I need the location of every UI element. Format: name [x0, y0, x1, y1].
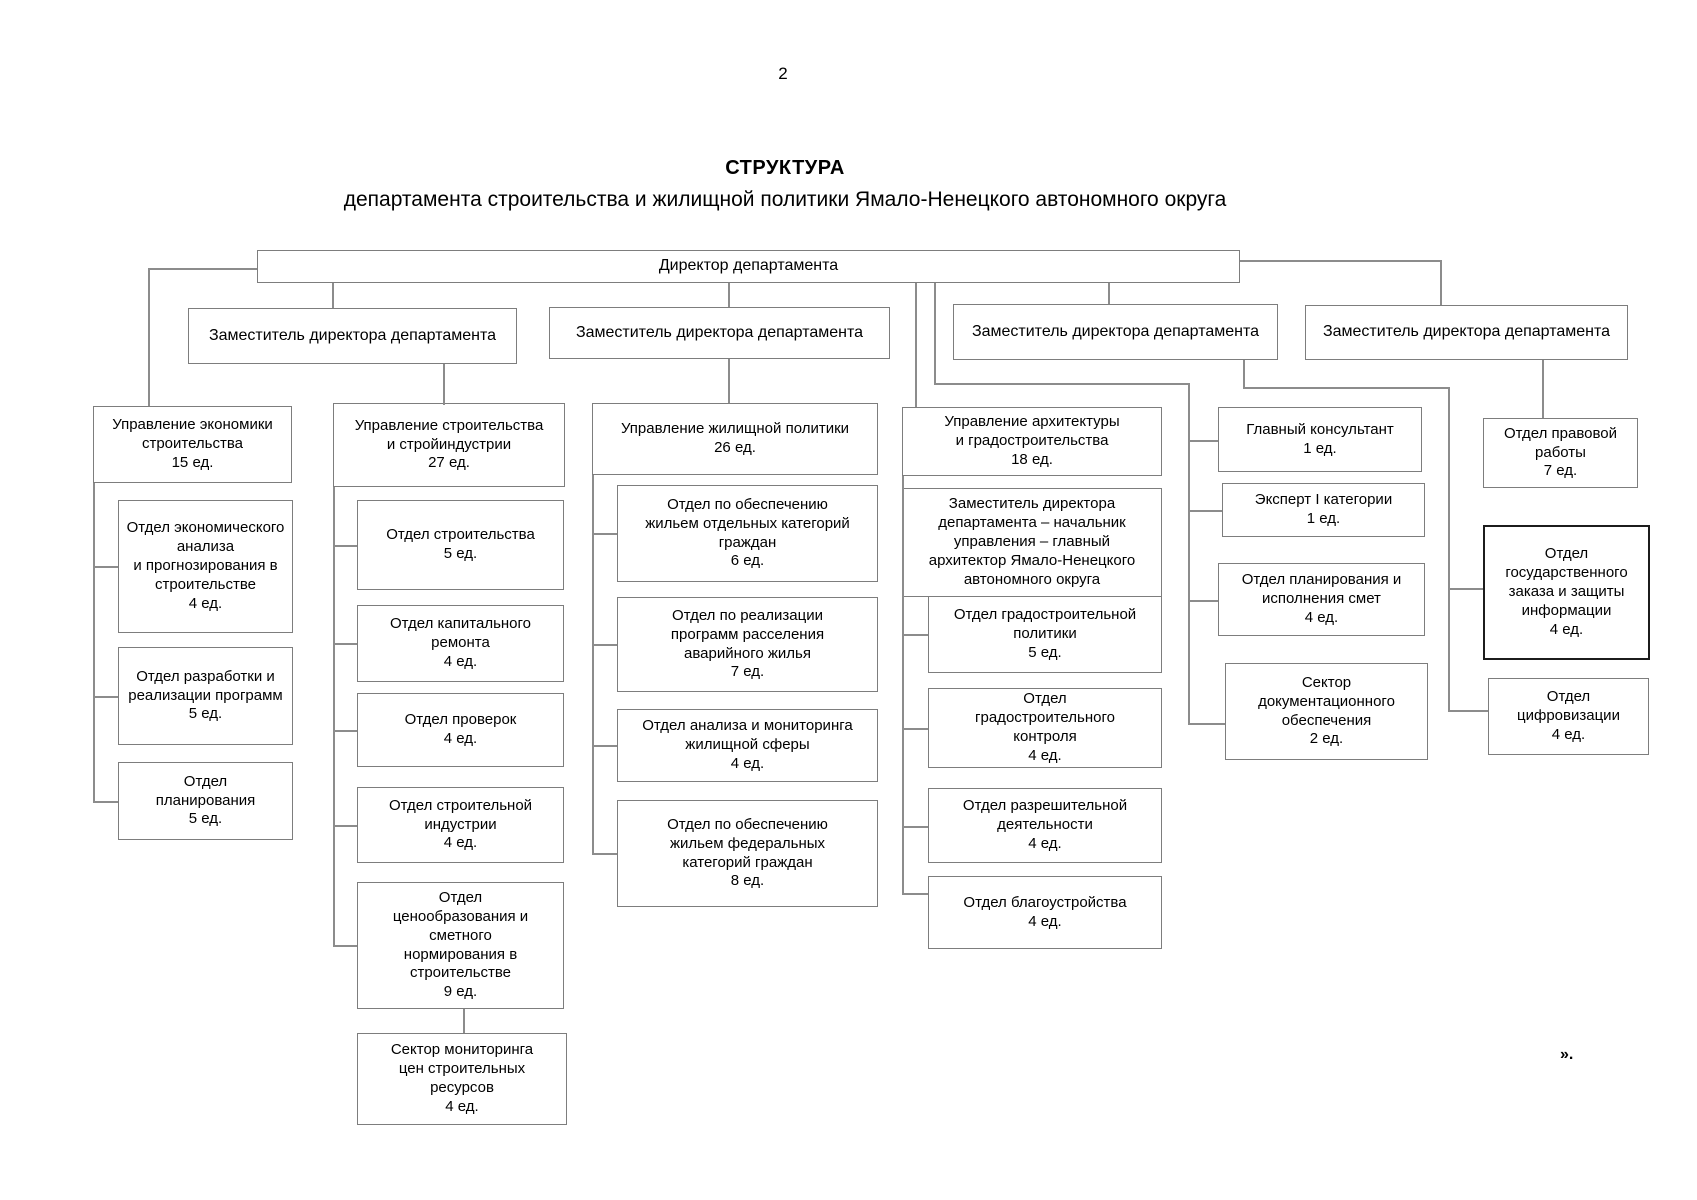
connector-line: [1448, 710, 1488, 712]
dept-urban-planning-policy: Отдел градостроительной политики 5 ед.: [928, 596, 1162, 673]
connector-line: [1188, 600, 1218, 602]
connector-line: [902, 826, 928, 828]
connector-line: [443, 364, 445, 405]
connector-line: [1542, 360, 1544, 418]
connector-line: [463, 1009, 465, 1033]
dept-resettlement-programs: Отдел по реализации программ расселения …: [617, 597, 878, 692]
deputy-box-4: Заместитель директора департамента: [1305, 305, 1628, 360]
connector-line: [1448, 588, 1483, 590]
dept-housing-certain-categories: Отдел по обеспечению жильем отдельных ка…: [617, 485, 878, 582]
connector-line: [333, 825, 357, 827]
connector-line: [333, 643, 357, 645]
dept-economic-analysis: Отдел экономического анализа и прогнозир…: [118, 500, 293, 633]
dept-housing-analysis-monitoring: Отдел анализа и мониторинга жилищной сфе…: [617, 709, 878, 782]
connector-line: [592, 745, 617, 747]
connector-line: [148, 268, 257, 270]
connector-line: [333, 945, 357, 947]
dept-capital-repair: Отдел капитального ремонта 4 ед.: [357, 605, 564, 682]
dept-program-development: Отдел разработки и реализации программ 5…: [118, 647, 293, 745]
connector-line: [1188, 723, 1225, 725]
dept-permitting: Отдел разрешительной деятельности 4 ед.: [928, 788, 1162, 863]
connector-line: [915, 283, 917, 407]
connector-line: [93, 483, 95, 801]
connector-line: [728, 283, 730, 307]
connector-line: [592, 644, 617, 646]
dept-construction: Отдел строительства 5 ед.: [357, 500, 564, 590]
connector-line: [333, 730, 357, 732]
connector-line: [93, 801, 118, 803]
deputy-chief-architect-box: Заместитель директора департамента – нач…: [902, 488, 1162, 597]
dept-budget-planning: Отдел планирования и исполнения смет 4 е…: [1218, 563, 1425, 636]
connector-line: [1440, 260, 1442, 305]
director-box: Директор департамента: [257, 250, 1240, 283]
connector-line: [93, 566, 118, 568]
unit-construction-management: Управление строительства и стройиндустри…: [333, 403, 565, 487]
connector-line: [728, 359, 730, 403]
deputy-box-2: Заместитель директора департамента: [549, 307, 890, 359]
dept-construction-industry: Отдел строительной индустрии 4 ед.: [357, 787, 564, 863]
unit-architecture-management: Управление архитектуры и градостроительс…: [902, 407, 1162, 476]
dept-urban-planning-control: Отдел градостроительного контроля 4 ед.: [928, 688, 1162, 768]
connector-line: [592, 853, 617, 855]
connector-line: [1188, 510, 1222, 512]
connector-line: [1243, 387, 1448, 389]
connector-line: [1243, 360, 1245, 387]
dept-state-procurement-infosec: Отдел государственного заказа и защиты и…: [1483, 525, 1650, 660]
connector-line: [934, 283, 936, 383]
connector-line: [592, 475, 594, 853]
connector-line: [1188, 383, 1190, 723]
diagram-subtitle: департамента строительства и жилищной по…: [343, 188, 1227, 211]
unit-economics-management: Управление экономики строительства 15 ед…: [93, 406, 292, 483]
connector-line: [1448, 387, 1450, 710]
diagram-title: СТРУКТУРА: [725, 157, 845, 179]
connector-line: [902, 728, 928, 730]
dept-housing-federal-categories: Отдел по обеспечению жильем федеральных …: [617, 800, 878, 907]
connector-line: [592, 533, 617, 535]
connector-line: [333, 487, 335, 945]
connector-line: [902, 476, 904, 893]
sector-price-monitoring: Сектор мониторинга цен строительных ресу…: [357, 1033, 567, 1125]
connector-line: [148, 268, 150, 406]
dept-planning: Отдел планирования 5 ед.: [118, 762, 293, 840]
expert-box: Эксперт I категории 1 ед.: [1222, 483, 1425, 537]
unit-housing-policy-management: Управление жилищной политики 26 ед.: [592, 403, 878, 475]
connector-line: [1188, 440, 1218, 442]
connector-line: [332, 283, 334, 308]
connector-line: [902, 893, 928, 895]
connector-line: [93, 696, 118, 698]
connector-line: [333, 545, 357, 547]
page-number: 2: [778, 64, 788, 83]
chief-consultant-box: Главный консультант 1 ед.: [1218, 407, 1422, 472]
deputy-box-1: Заместитель директора департамента: [188, 308, 517, 364]
connector-line: [934, 383, 1188, 385]
connector-line: [1108, 283, 1110, 304]
connector-line: [902, 634, 928, 636]
closing-mark: ».: [1560, 1046, 1574, 1063]
dept-inspections: Отдел проверок 4 ед.: [357, 693, 564, 767]
dept-digitalization: Отдел цифровизации 4 ед.: [1488, 678, 1649, 755]
dept-improvement: Отдел благоустройства 4 ед.: [928, 876, 1162, 949]
deputy-box-3: Заместитель директора департамента: [953, 304, 1278, 360]
sector-documentation: Сектор документационного обеспечения 2 е…: [1225, 663, 1428, 760]
dept-pricing: Отдел ценообразования и сметного нормиро…: [357, 882, 564, 1009]
dept-legal: Отдел правовой работы 7 ед.: [1483, 418, 1638, 488]
connector-line: [1240, 260, 1440, 262]
